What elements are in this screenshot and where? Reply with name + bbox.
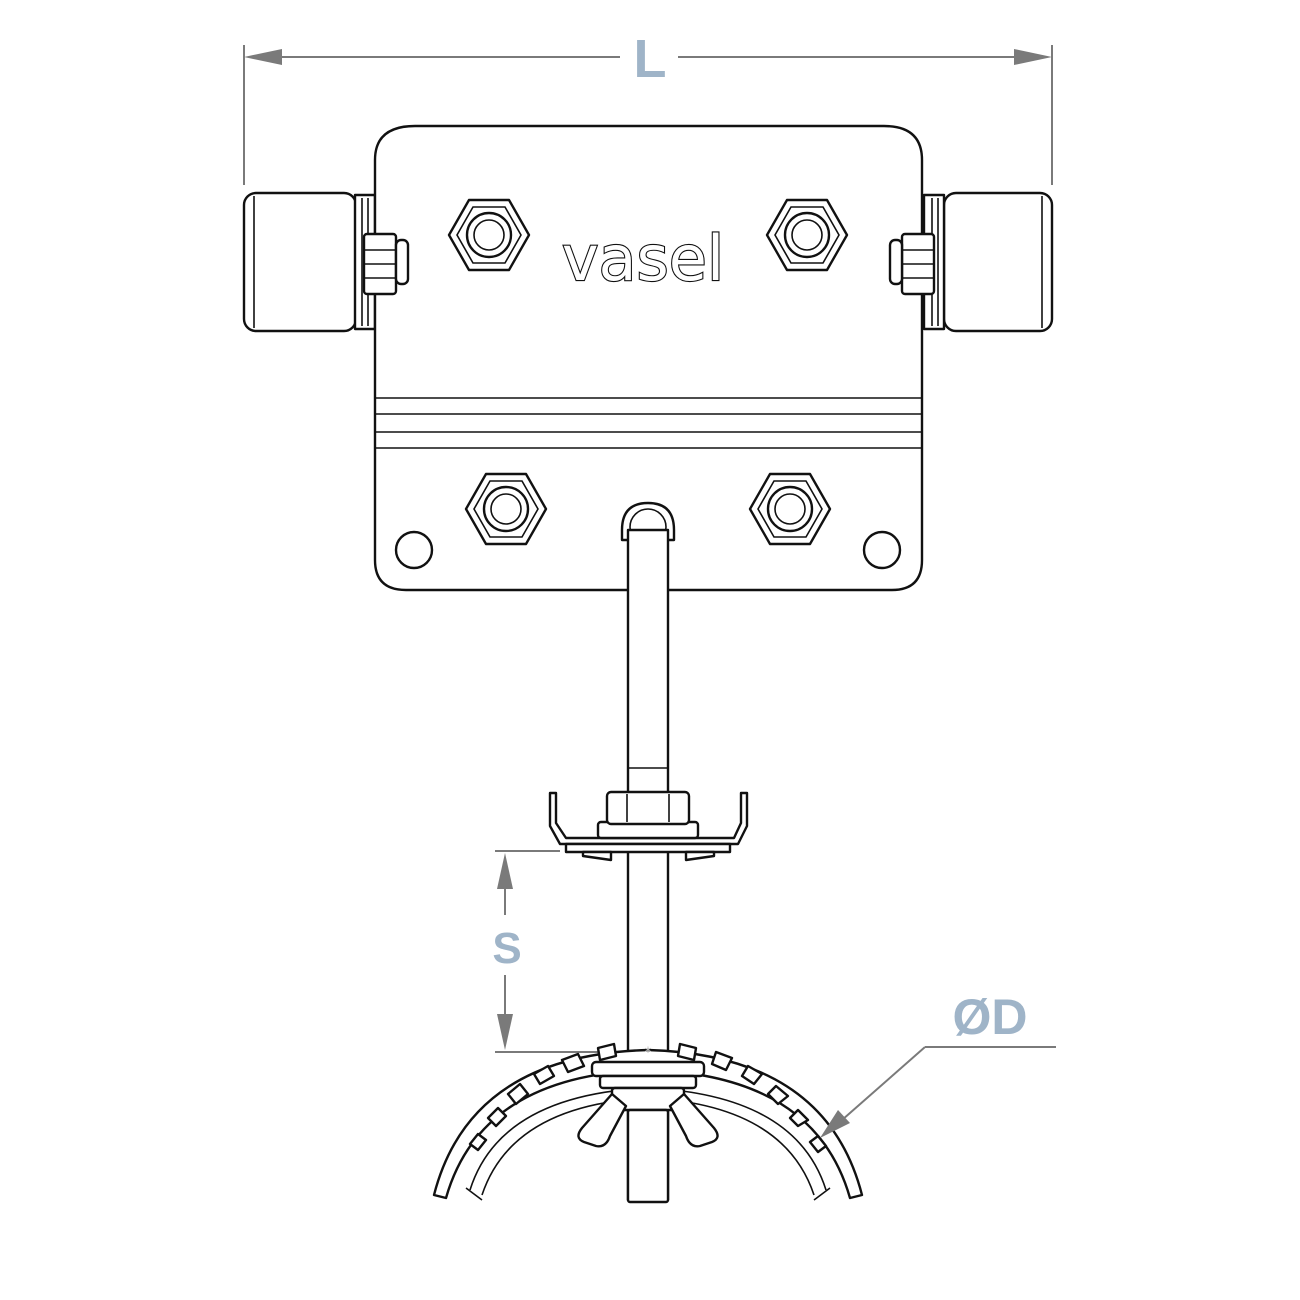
- right-side-nut: [888, 232, 936, 296]
- mounting-hole-right: [862, 530, 902, 570]
- dimension-diameter-leader-diagonal: [841, 1046, 926, 1121]
- clamp-ring-outer: [432, 1048, 864, 1200]
- dimension-s-arrow-top: [497, 853, 513, 889]
- dimension-s-arrow-bottom: [497, 1014, 513, 1050]
- hex-nut: [605, 790, 691, 826]
- right-end-cap: [922, 191, 1054, 333]
- hex-bolt-top-right: [765, 198, 849, 272]
- hex-bolt-bottom-left: [464, 472, 548, 546]
- dimension-s: S: [492, 850, 620, 1053]
- clamp-bracket-profile: [548, 791, 749, 846]
- mounting-hole-left: [394, 530, 434, 570]
- dimension-l-arrow-left: [244, 49, 282, 65]
- dimension-l-label: L: [634, 29, 667, 89]
- dimension-diameter-arrow: [820, 1110, 850, 1138]
- dimension-s-label: S: [492, 924, 521, 973]
- hex-bolt-bottom-right: [748, 472, 832, 546]
- dimension-diameter: ØD: [820, 989, 1056, 1138]
- right-end-cap-body: [942, 191, 1054, 333]
- dimension-diameter-label: ØD: [953, 989, 1028, 1045]
- wing-nut-left-wing: [577, 1092, 628, 1148]
- left-end-cap-body: [242, 191, 358, 333]
- left-end-cap: [242, 191, 377, 333]
- saddle-block: [590, 1060, 706, 1078]
- dimension-l-arrow-right: [1014, 49, 1052, 65]
- hex-bolt-top-left: [447, 198, 531, 272]
- center-mark: *: [645, 1045, 652, 1061]
- brand-logo: vasel: [562, 222, 724, 295]
- dimension-l: L: [243, 29, 1053, 185]
- left-side-nut: [362, 232, 410, 296]
- wing-nut-right-wing: [668, 1092, 719, 1148]
- rod-end: [626, 1108, 670, 1204]
- pipe-clamp-ring: *: [432, 1042, 864, 1204]
- upper-clamp-bracket: [548, 790, 749, 862]
